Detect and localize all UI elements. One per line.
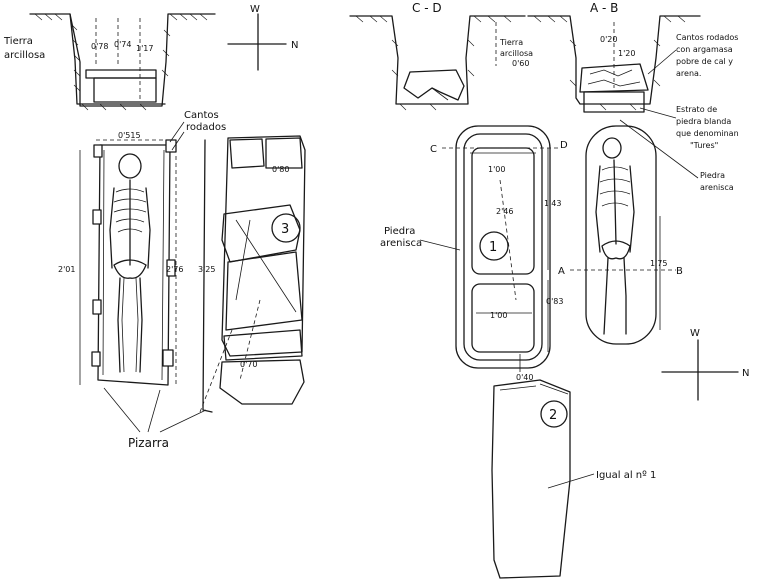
depth-074: 0'74 (114, 40, 131, 49)
width-0515: 0'515 (118, 131, 141, 140)
compass-n-right: N (742, 368, 749, 379)
cantos-label-1: Cantos (184, 110, 219, 121)
compass-w-right: W (690, 328, 700, 339)
estrato-note-4: "Tures" (690, 141, 718, 150)
right-plan-skeleton: 1'75 (585, 125, 667, 345)
left-plan-cist: 0'515 2'76 2'01 Cantos rodados (58, 110, 226, 386)
len-325: 3'25 (198, 265, 215, 274)
left-cover-slabs: 3 0'80 0'70 3'25 (198, 135, 306, 413)
section-ab-label: A - B (590, 1, 618, 15)
pizarra-label: Pizarra (128, 436, 169, 450)
estrato-note-2: piedra blanda (676, 117, 731, 126)
cd-depth-060: 0'60 (512, 59, 529, 68)
marker-a: A (558, 266, 565, 277)
arenisca-note-1: Piedra (700, 171, 725, 180)
rp-083: 0'83 (546, 297, 563, 306)
compass-n: N (291, 40, 298, 51)
stone-2-slab: 2 Igual al nº 1 (491, 379, 656, 579)
cantos-note-3: pobre de cal y (676, 57, 733, 66)
pizarra-callout: Pizarra (103, 387, 207, 450)
skel-len-175: 1'75 (650, 259, 667, 268)
len-276: 2'76 (166, 265, 183, 274)
estrato-note-1: Estrato de (676, 105, 717, 114)
stone-3-number: 3 (281, 222, 289, 237)
rp-gap-040: 0'40 (516, 373, 533, 382)
section-cd-label: C - D (412, 1, 442, 15)
rp-len-143: 1'43 (544, 199, 561, 208)
depth-117: 1'17 (136, 44, 153, 53)
arenisca-note-2: arenisca (700, 183, 734, 192)
soil-label-line2: arcillosa (4, 50, 45, 61)
left-profile-section: Tierra arcillosa 0'78 0'74 1'17 (3, 13, 216, 111)
compass-w: W (250, 4, 260, 15)
depth-078: 0'78 (91, 42, 108, 51)
profile-ab: 0'20 1'20 Cantos rodados con argamasa po… (527, 15, 739, 192)
stone-1-number: 1 (489, 240, 497, 255)
stone-2-note: Igual al nº 1 (596, 470, 656, 481)
rp-len-246: 2'46 (496, 207, 513, 216)
cantos-label-2: rodados (186, 122, 226, 133)
compass-right: W N (661, 328, 749, 401)
arenisca-label-1: Piedra (384, 226, 415, 237)
rp-width-100: 1'00 (488, 165, 505, 174)
stone-2-number: 2 (549, 408, 557, 423)
marker-c: C (430, 144, 437, 155)
marker-b: B (676, 266, 683, 277)
rp-width2-100: 1'00 (490, 311, 507, 320)
cantos-note-2: con argamasa (676, 45, 733, 54)
marker-d: D (560, 140, 568, 151)
ab-depth-020: 0'20 (600, 35, 617, 44)
cantos-note-4: arena. (676, 69, 701, 78)
cantos-note-1: Cantos rodados (676, 33, 738, 42)
arenisca-label-2: arenisca (380, 238, 422, 249)
profile-cd: Tierra arcillosa 0'60 (349, 15, 533, 111)
ab-depth-120: 1'20 (618, 49, 635, 58)
foot-width-070: 0'70 (240, 360, 257, 369)
compass-left: W N (227, 4, 298, 71)
right-plan-sarcophagus: 1 1'00 2'46 1'43 1'00 0'83 0'40 C D A B … (380, 125, 683, 382)
soil-label-line1: Tierra (3, 36, 33, 47)
estrato-note-3: que denominan (676, 129, 739, 138)
cd-soil-1: Tierra (499, 38, 523, 47)
len-201: 2'01 (58, 265, 75, 274)
cd-soil-2: arcillosa (500, 49, 533, 58)
cover-width-080: 0'80 (272, 165, 289, 174)
